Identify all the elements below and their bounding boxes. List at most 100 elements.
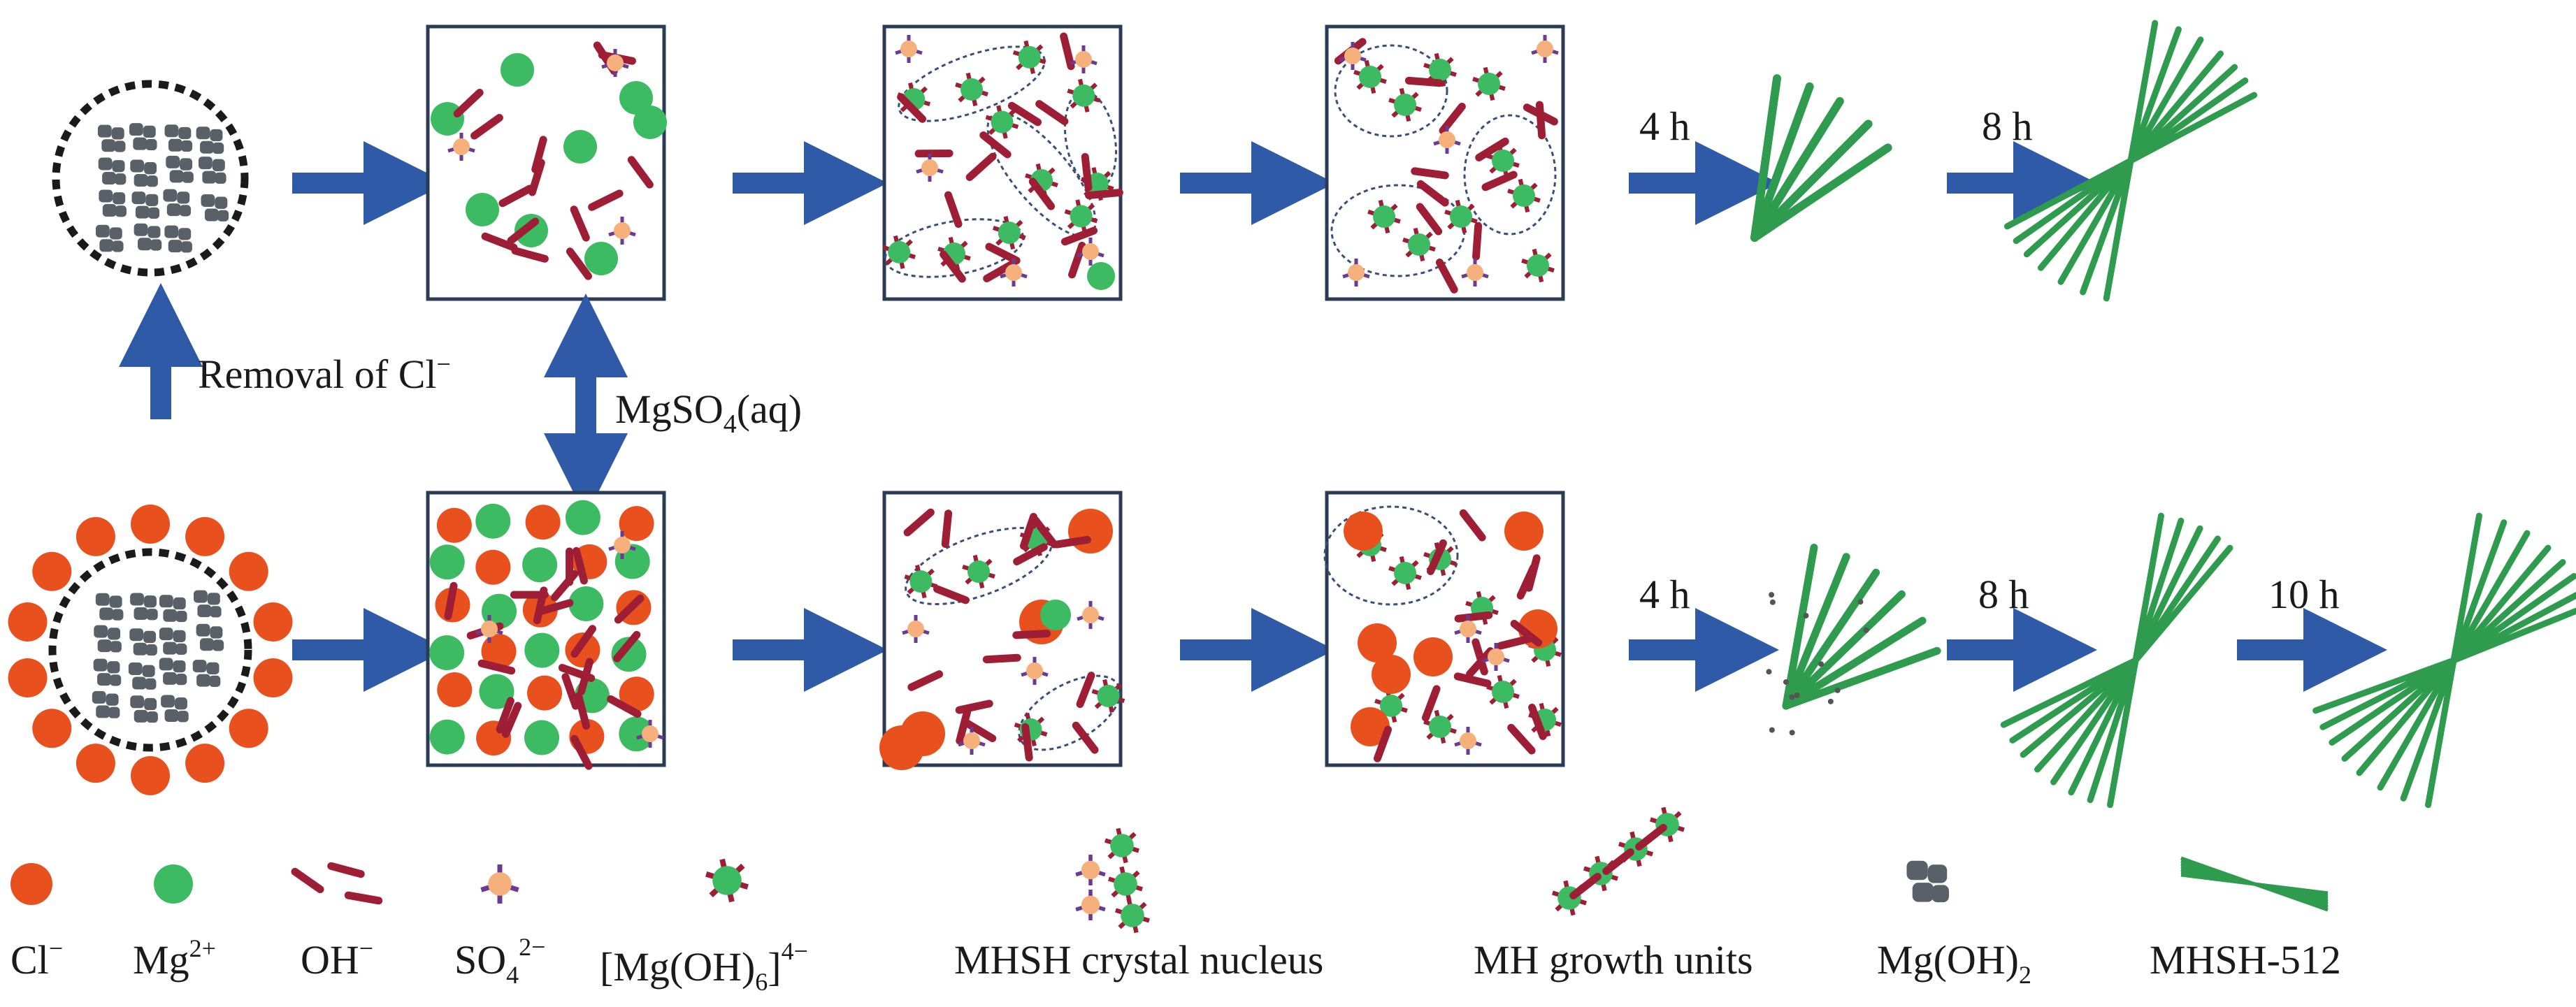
sulfate-glyph: [1339, 42, 1367, 70]
bottom-cl-coated-particle: [8, 505, 293, 795]
legend-mgoh2-icon: [1906, 860, 1949, 903]
hydroxide-glyph: [531, 136, 547, 173]
fiber-rod: [2087, 657, 2139, 804]
residue-dot: [1789, 730, 1795, 736]
fiber-rod: [1782, 543, 1818, 710]
mgoh6-glyph: [1402, 227, 1436, 262]
residue-dot: [1827, 698, 1834, 704]
hydroxide-glyph: [1021, 723, 1033, 762]
mgoh6-glyph: [1521, 248, 1555, 283]
mg-glyph: [633, 106, 667, 139]
fiber-rod: [2050, 657, 2139, 785]
fiber-rod: [1750, 82, 1814, 242]
hydroxide-glyph: [1453, 672, 1492, 688]
hydroxide-glyph: [1435, 259, 1458, 294]
mgoh2-glyph: [129, 628, 157, 656]
cl-glyph: [75, 744, 115, 783]
hydroxide-glyph: [1454, 611, 1493, 623]
legend-mhsh-icon: [2180, 856, 2329, 912]
fiber-rod: [2127, 20, 2159, 164]
mgoh2-glyph: [159, 628, 187, 655]
top-box-3: [1325, 24, 1565, 301]
cl-glyph: [1372, 655, 1411, 694]
mgoh2-glyph: [166, 155, 194, 183]
hydroxide-glyph: [1421, 685, 1441, 722]
mgoh2-glyph: [130, 695, 158, 723]
mgoh6-glyph: [1374, 688, 1408, 723]
sulfate-glyph: [1075, 855, 1106, 885]
sulfate-glyph: [895, 35, 923, 63]
fiber-rod: [1750, 143, 1892, 242]
legend-cl-icon: [10, 863, 52, 905]
mgoh2-glyph: [131, 191, 160, 219]
mgoh2-glyph: [134, 223, 162, 251]
mgoh6-glyph: [1367, 199, 1401, 234]
cl-glyph: [525, 505, 561, 540]
sulfate-glyph: [1342, 259, 1370, 287]
legend-mg-label: Mg2+: [133, 934, 216, 983]
hydroxide-glyph: [501, 702, 522, 738]
fiber-rod: [1750, 119, 1873, 242]
sulfate-glyph: [601, 49, 629, 77]
mgoh2-glyph: [192, 660, 221, 687]
hydroxide-glyph: [1497, 635, 1534, 650]
top-time-8h: 8 h: [1982, 103, 2033, 149]
fiber-rod: [2341, 657, 2457, 762]
hydroxide-glyph: [940, 250, 966, 283]
hydroxide-glyph: [573, 546, 588, 585]
mg-glyph: [568, 586, 604, 621]
cl-glyph: [436, 507, 472, 543]
hydroxide-glyph: [944, 191, 963, 229]
mg-glyph: [479, 674, 515, 709]
hydroxide-glyph: [1053, 535, 1091, 549]
mgoh2-glyph: [196, 623, 224, 651]
mgoh2-glyph: [163, 189, 192, 217]
hydroxide-glyph: [614, 594, 645, 624]
mg-glyph: [563, 130, 597, 164]
cl-glyph: [253, 602, 293, 642]
top-time-4h: 4 h: [1639, 103, 1690, 149]
mgoh2-glyph: [94, 625, 122, 653]
sulfate-glyph: [475, 615, 503, 643]
hydroxide-glyph: [575, 692, 591, 730]
bottom-fiber-bundle-half: [1766, 543, 1941, 736]
cl-glyph: [1358, 623, 1397, 662]
legend-mgoh2-label: Mg(OH)2: [1877, 937, 2031, 989]
cl-glyph: [32, 709, 72, 748]
hydroxide-glyph: [1426, 539, 1447, 575]
fiber-rod: [2425, 657, 2457, 809]
hydroxide-glyph: [444, 581, 458, 621]
hydroxide-glyph: [965, 152, 997, 182]
fiber-rod: [2450, 519, 2507, 664]
residue-dot: [1769, 592, 1775, 598]
mg-glyph: [1040, 600, 1071, 630]
hydroxide-glyph: [496, 697, 515, 734]
mgoh6-glyph: [1067, 78, 1101, 113]
residue-dot: [1818, 661, 1825, 667]
residue-dot: [1803, 613, 1809, 619]
hydroxide-glyph: [470, 114, 503, 140]
hydroxide-glyph: [291, 867, 324, 894]
sulfate-glyph: [480, 864, 519, 904]
cl-glyph: [879, 725, 924, 770]
fiber-rod: [2356, 657, 2457, 776]
hydroxide-glyph: [1528, 703, 1547, 741]
cl-glyph: [8, 602, 48, 642]
fiber-rod: [2080, 157, 2134, 296]
mgoh6-glyph: [1353, 59, 1387, 94]
fiber-rod: [2107, 657, 2139, 809]
mgoh6-glyph: [1107, 866, 1144, 902]
legend-nucleus-icon: [1075, 827, 1151, 934]
mg-glyph: [565, 500, 600, 535]
fiber-rod: [2103, 157, 2134, 302]
fiber-rod: [2003, 157, 2134, 230]
hydroxide-glyph: [1085, 189, 1123, 200]
mgoh6-glyph: [937, 236, 971, 271]
hydroxide-glyph: [903, 508, 935, 537]
top-mgoh2-cluster: [95, 123, 229, 253]
fiber-rod: [2127, 50, 2224, 164]
bottom-fiber-bundle-partial: [2000, 512, 2233, 809]
hydroxide-glyph: [982, 653, 1021, 664]
mg-glyph: [619, 716, 654, 752]
mg-glyph: [524, 632, 560, 668]
